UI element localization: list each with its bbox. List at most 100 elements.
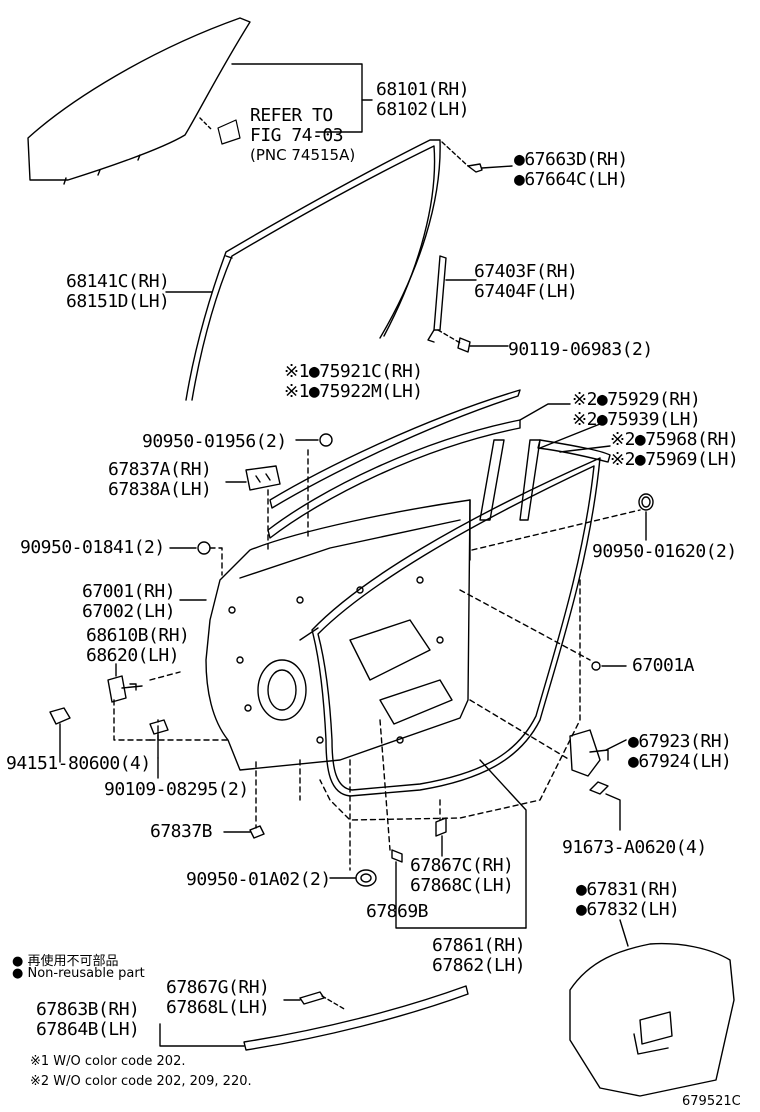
- label-belt-clip: 67867G(RH) 67868L(LH): [166, 977, 270, 1018]
- part-67001a-icon: [591, 661, 627, 671]
- part-number: ※2●75939(LH): [572, 409, 701, 430]
- label-refer: REFER TO FIG 74-03 (PNC 74515A): [250, 105, 356, 165]
- part-number: 67869B: [366, 901, 429, 922]
- part-number: ※2●75969(LH): [610, 449, 739, 470]
- label-bolt-08295: 90109-08295(2): [104, 780, 249, 800]
- label-weatherstrip-clip: 67867C(RH) 67868C(LH): [410, 856, 514, 896]
- belt-molding: [159, 985, 469, 1051]
- frame-moldings: [267, 389, 611, 539]
- label-frame-molding3: ※2●75968(RH) ※2●75969(LH): [610, 429, 739, 470]
- door-glass: [27, 17, 251, 185]
- part-number: 67837B: [150, 821, 213, 842]
- part-number: ●67831(RH): [576, 879, 680, 900]
- part-number: 67838A(LH): [108, 479, 212, 500]
- refer-line: (PNC 74515A): [250, 146, 356, 164]
- part-number: 68102(LH): [376, 99, 470, 120]
- label-weatherstrip: 67861(RH) 67862(LH): [432, 935, 526, 976]
- label-glass: 68101(RH) 68102(LH): [376, 79, 470, 120]
- plug-01841-icon: [169, 541, 211, 555]
- legend-jp: ● 再使用不可部品: [12, 954, 119, 969]
- plug-icon: [295, 433, 333, 447]
- label-67869b: 67869B: [366, 901, 429, 922]
- label-frame-molding: ※1●75921C(RH) ※1●75922M(LH): [284, 362, 423, 402]
- label-outer-clip: ●67663D(RH) ●67664C(LH): [514, 150, 628, 190]
- plug-01a02-icon: [329, 869, 377, 887]
- label-67837b: 67837B: [150, 821, 213, 842]
- part-number: 68610B(RH): [86, 625, 190, 646]
- part-number: 90950-01956(2): [142, 431, 287, 452]
- run-channel: [165, 139, 441, 401]
- part-number: 94151-80600(4): [6, 753, 151, 774]
- part-number: 67862(LH): [432, 955, 526, 976]
- part-number: 67868L(LH): [166, 997, 270, 1018]
- door-hinge: [107, 663, 143, 703]
- part-number: ●67664C(LH): [514, 169, 628, 190]
- part-number: ●67923(RH): [628, 731, 732, 752]
- label-hinge: 68610B(RH) 68620(LH): [86, 625, 190, 666]
- nut-icon: [49, 707, 71, 763]
- label-run-channel: 68141C(RH) 68151D(LH): [66, 271, 170, 312]
- part-number: 67868C(LH): [410, 875, 514, 896]
- part-number: 67864B(LH): [36, 1019, 140, 1040]
- label-bolt-06983: 90119-06983(2): [508, 340, 653, 360]
- label-plug-01620: 90950-01620(2): [592, 542, 737, 562]
- service-hole-cover: [569, 919, 735, 1097]
- part-number: ●67663D(RH): [514, 149, 628, 170]
- part-number: 91673-A0620(4): [562, 837, 707, 858]
- part-number: 67001(RH): [82, 581, 176, 602]
- part-number: 90109-08295(2): [104, 779, 249, 800]
- refer-line: REFER TO: [250, 105, 333, 126]
- footnote-1: ※1 W/O color code 202.: [30, 1054, 186, 1069]
- part-number: 68151D(LH): [66, 291, 170, 312]
- plug-01620-icon: [638, 493, 654, 541]
- label-plug-01841: 90950-01841(2): [20, 538, 165, 558]
- label-clip-a0620: 91673-A0620(4): [562, 838, 707, 858]
- label-67001a: 67001A: [632, 656, 695, 676]
- label-frame-molding2: ※2●75929(RH) ※2●75939(LH): [572, 389, 701, 430]
- label-plug-01956: 90950-01956(2): [142, 432, 287, 452]
- glass-leader: [231, 63, 373, 133]
- label-belt-molding: 67863B(RH) 67864B(LH): [36, 999, 140, 1040]
- outer-clip: [441, 141, 513, 173]
- door-panel: [179, 499, 471, 771]
- label-plug-01a02: 90950-01A02(2): [186, 870, 331, 890]
- part-number: ※1●75921C(RH): [284, 361, 423, 382]
- label-service-hole-cover: ●67831(RH) ●67832(LH): [576, 879, 680, 920]
- part-number: ※2●75929(RH): [572, 389, 701, 410]
- part-number: 67837A(RH): [108, 459, 212, 480]
- part-number: ※2●75968(RH): [610, 429, 739, 450]
- figure-code: 679521C: [682, 1094, 741, 1109]
- part-number: 67403F(RH): [474, 261, 578, 282]
- label-sash-channel: 67403F(RH) 67404F(LH): [474, 261, 578, 302]
- bracket-icon: [225, 465, 281, 491]
- door-weatherstrip: [299, 457, 601, 797]
- label-nut-80600: 94151-80600(4): [6, 754, 151, 774]
- weatherstrip-clip-icon: [391, 759, 527, 929]
- part-number: 67002(LH): [82, 601, 176, 622]
- part-number: 67867G(RH): [166, 977, 270, 998]
- refer-line: FIG 74-03: [250, 125, 344, 146]
- bolt-icon: [149, 719, 169, 779]
- label-door-panel: 67001(RH) 67002(LH): [82, 581, 176, 622]
- part-number: ※1●75922M(LH): [284, 381, 423, 402]
- label-door-check: ●67923(RH) ●67924(LH): [628, 731, 732, 772]
- part-number: 68620(LH): [86, 645, 180, 666]
- sash-channel: [427, 255, 509, 353]
- dashed-references: [113, 449, 641, 871]
- part-number: ●67832(LH): [576, 899, 680, 920]
- label-bracket: 67837A(RH) 67838A(LH): [108, 459, 212, 500]
- part-number: 90119-06983(2): [508, 339, 653, 360]
- part-number: 67863B(RH): [36, 999, 140, 1020]
- part-number: 68141C(RH): [66, 271, 170, 292]
- footnote-2: ※2 W/O color code 202, 209, 220.: [30, 1074, 252, 1089]
- clip-67837b-icon: [223, 825, 265, 839]
- part-number: 67404F(LH): [474, 281, 578, 302]
- door-check-icon: [569, 729, 627, 831]
- part-number: ●67924(LH): [628, 751, 732, 772]
- part-number: 68101(RH): [376, 79, 470, 100]
- legend-en: ● Non-reusable part: [12, 966, 145, 981]
- part-number: 90950-01841(2): [20, 537, 165, 558]
- part-number: 67861(RH): [432, 935, 526, 956]
